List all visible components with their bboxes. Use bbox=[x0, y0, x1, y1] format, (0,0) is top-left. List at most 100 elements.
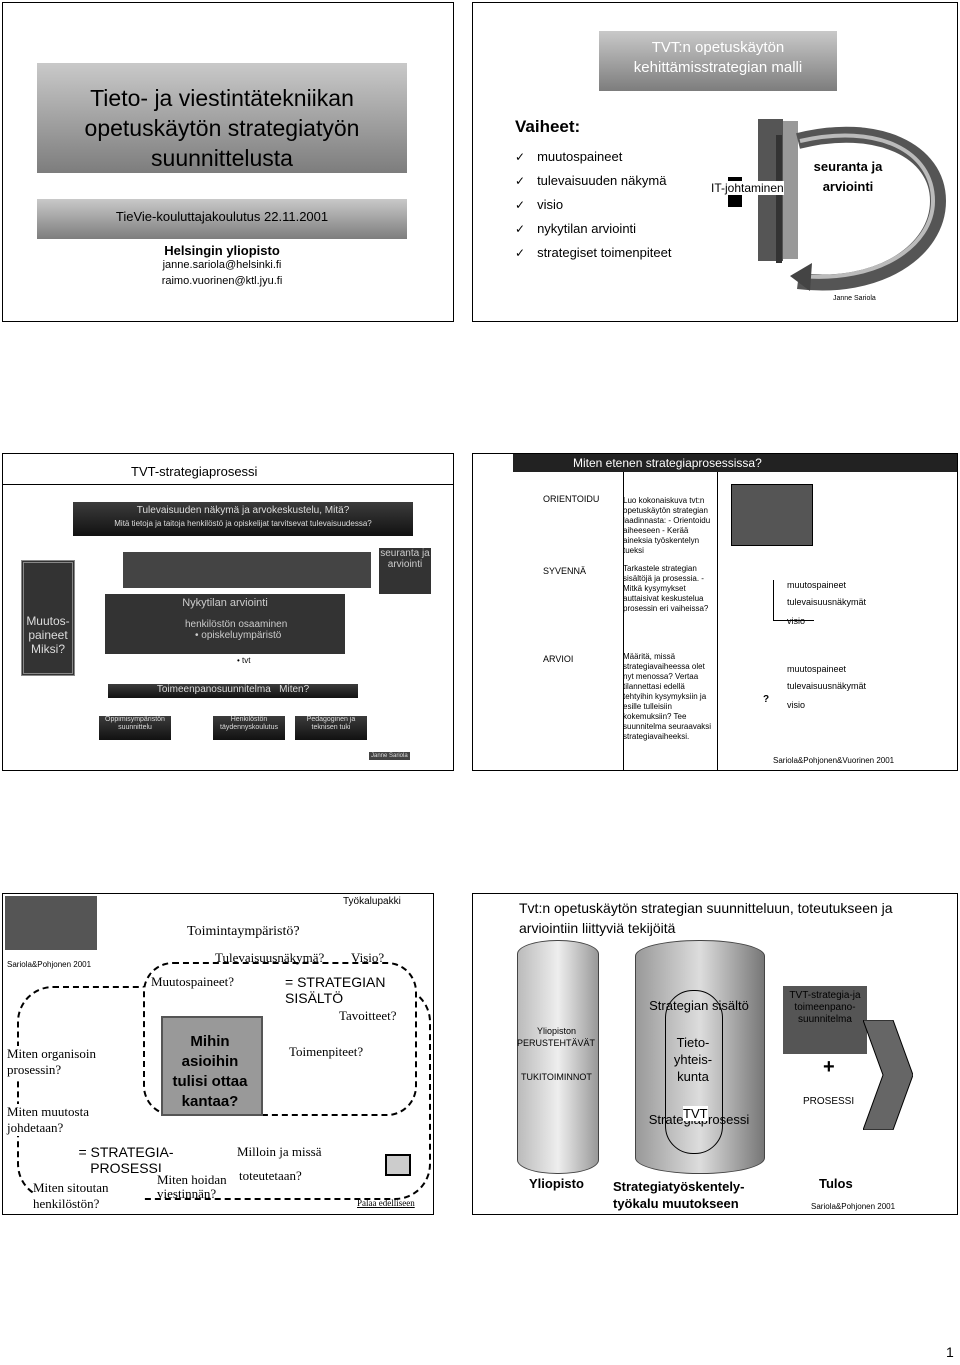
back-link[interactable]: Palaa edelliseen bbox=[357, 1198, 415, 1208]
tulos-label: Tulos bbox=[819, 1176, 853, 1191]
tukitoiminnot-label: TUKITOIMINNOT bbox=[521, 1072, 592, 1082]
box-pedagoginen: Pedagoginen ja teknisen tuki bbox=[295, 716, 367, 740]
step-text: Tarkastele strategian sisältöjä ja prose… bbox=[623, 564, 709, 613]
nykytila-box: Nykytilan arviointi henkilöstön osaamine… bbox=[105, 594, 345, 654]
phase-item: nykytilan arviointi bbox=[515, 217, 671, 241]
slide4-title-bar bbox=[513, 454, 957, 472]
phase-item: tulevaisuuden näkymä bbox=[515, 169, 671, 193]
col-divider bbox=[623, 472, 624, 770]
arrow-mini-1 bbox=[773, 580, 814, 621]
box-henkilosto: Henkilöstön täydennyskoulutus bbox=[213, 716, 285, 740]
slide1-email2: raimo.vuorinen@ktl.jyu.fi bbox=[161, 275, 283, 287]
tvt-strategia-box bbox=[783, 986, 867, 1054]
sisalto-label: = STRATEGIAN SISÄLTÖ bbox=[285, 974, 386, 1006]
q-tulevaisuus: Tulevaisuusnäkymä? bbox=[215, 950, 325, 965]
phases-label: Vaiheet: bbox=[515, 117, 581, 136]
q-toteutetaan: toteutetaan? bbox=[239, 1168, 302, 1183]
seuranta-label: seuranta ja arviointi bbox=[813, 159, 883, 194]
tvt-text: • tvt bbox=[237, 656, 251, 665]
q-muutospaineet: Muutospaineet? bbox=[151, 974, 235, 990]
slide1-course: TieVie-kouluttajakoulutus 22.11.2001 bbox=[115, 209, 329, 224]
yliopisto-small-label: Yliopiston bbox=[537, 1026, 577, 1036]
tieto-ellipse bbox=[665, 990, 723, 1154]
model-graphic bbox=[728, 119, 947, 291]
mid-block bbox=[123, 552, 371, 588]
question-mark: ? bbox=[763, 694, 770, 705]
slide-2: TVT:n opetuskäytön kehittämisstrategian … bbox=[472, 2, 958, 322]
arrow-right-icon bbox=[863, 1020, 913, 1130]
slide4-title: Miten etenen strategiaprosessissa? bbox=[573, 456, 762, 470]
phase-item: muutospaineet bbox=[515, 145, 671, 169]
prosessi-label: PROSESSI bbox=[803, 1096, 855, 1107]
mini-item: tulevaisuusnäkymät bbox=[787, 597, 867, 607]
slide-6: Tvt:n opetuskäytön strategian suunnittel… bbox=[472, 893, 958, 1215]
slide5-credit: Sariola&Pohjonen 2001 bbox=[7, 960, 92, 969]
step-text: Määritä, missä strategiavaiheessa olet n… bbox=[623, 652, 712, 741]
phase-item: visio bbox=[515, 193, 671, 217]
mini-list-2: muutospaineet tulevaisuusnäkymät visio bbox=[787, 664, 866, 711]
back-icon[interactable] bbox=[385, 1154, 411, 1176]
future-text: Tulevaisuuden näkymä ja arvokeskustelu, … bbox=[136, 505, 350, 516]
mini-item: visio bbox=[787, 700, 806, 710]
slide1-email1: janne.sariola@helsinki.fi bbox=[162, 259, 282, 271]
page-number: 1 bbox=[946, 1344, 954, 1360]
box-oppimis: Oppimisympäristön suunnittelu bbox=[99, 716, 171, 740]
divider bbox=[3, 484, 453, 485]
mini-thumb bbox=[5, 896, 97, 950]
toimenpide-bar: Toimeenpanosuunnitelma Miten? bbox=[108, 684, 358, 698]
opiskelu-text: • opiskeluympäristö bbox=[195, 630, 282, 641]
slide1-org: Helsingin yliopisto bbox=[164, 243, 280, 258]
muutos-box bbox=[21, 560, 75, 676]
mita-text: Mitä tietoja ja taitoja henkilöstö ja op… bbox=[114, 519, 372, 528]
box-henkilosto-text: Henkilöstön täydennyskoulutus bbox=[220, 716, 278, 731]
box-pedagoginen-text: Pedagoginen ja teknisen tuki bbox=[306, 716, 356, 731]
q-milloin: Milloin ja missä bbox=[237, 1144, 322, 1159]
slide2-title-banner bbox=[599, 31, 837, 91]
q-toimintaymparisto: Toimintaympäristö? bbox=[187, 924, 300, 939]
slide4-credit: Sariola&Pohjonen&Vuorinen 2001 bbox=[773, 756, 895, 765]
phase-item: strategiset toimenpiteet bbox=[515, 241, 671, 265]
mihin-text: Mihin asioihin tulisi ottaa kantaa? bbox=[172, 1033, 248, 1110]
slide-5: Työkalupakki Sariola&Pohjonen 2001 Toimi… bbox=[2, 893, 434, 1215]
nykytila-text: Nykytilan arviointi bbox=[182, 597, 268, 609]
q-visio: Visio? bbox=[351, 950, 385, 965]
toolbox-label: Työkalupakki bbox=[343, 896, 401, 907]
future-bar: Tulevaisuuden näkymä ja arvokeskustelu, … bbox=[73, 502, 413, 536]
slide3-author: Janne Sariola bbox=[369, 752, 410, 760]
tvt-strategia-label: TVT-strategia-ja toimeenpano-suunnitelma bbox=[789, 990, 861, 1025]
it-label: IT-johtaminen bbox=[711, 181, 784, 195]
mini-item: tulevaisuusnäkymät bbox=[787, 681, 867, 691]
seuranta-text: seuranta ja arviointi bbox=[380, 548, 430, 570]
seuranta-box: seuranta ja arviointi bbox=[379, 548, 431, 594]
tyokalu-label: Strategiatyöskentely-työkalu muutokseen bbox=[613, 1179, 745, 1211]
slide-1: Tieto- ja viestintätekniikan opetuskäytö… bbox=[2, 2, 454, 322]
mini-item: visio bbox=[787, 616, 806, 626]
q-viestinnan: viestinnän? bbox=[157, 1186, 217, 1201]
yliopisto-label: Yliopisto bbox=[529, 1176, 584, 1191]
prosessi-label: = STRATEGIA-PROSESSI bbox=[71, 1144, 181, 1176]
q-tavoitteet: Tavoitteet? bbox=[339, 1008, 397, 1023]
toimenpide-text: Toimeenpanosuunnitelma bbox=[156, 684, 271, 695]
perustehtavat-label: PERUSTEHTÄVÄT bbox=[517, 1038, 596, 1048]
tieto-label: Tieto-yhteis-kunta bbox=[673, 1035, 713, 1084]
slide1-title: Tieto- ja viestintätekniikan opetuskäytö… bbox=[84, 85, 360, 171]
mini-list-1: muutospaineet tulevaisuusnäkymät visio bbox=[787, 580, 866, 627]
slide2-author: Janne Sariola bbox=[833, 295, 876, 302]
miten-text: Miten? bbox=[279, 684, 310, 695]
mini-item: muutospaineet bbox=[787, 580, 847, 590]
plus-label: + bbox=[823, 1056, 835, 1078]
q-organisoin: Miten organisoin prosessin? bbox=[7, 1046, 117, 1078]
tvt-label: TVT bbox=[683, 1106, 708, 1121]
mini-item: muutospaineet bbox=[787, 664, 847, 674]
title-banner bbox=[37, 63, 407, 173]
slide2-title: TVT:n opetuskäytön kehittämisstrategian … bbox=[633, 39, 803, 76]
slide-3: TVT-strategiaprosessi Tulevaisuuden näky… bbox=[2, 453, 454, 771]
slide3-title: TVT-strategiaprosessi bbox=[131, 464, 258, 479]
q-sitoutan: Miten sitoutan henkilöstön? bbox=[33, 1180, 143, 1212]
step-label: SYVENNÄ bbox=[543, 566, 587, 576]
box-oppimis-text: Oppimisympäristön suunnittelu bbox=[105, 716, 165, 731]
step-text: Luo kokonaiskuva tvt:n opetuskäytön stra… bbox=[623, 496, 711, 555]
q-muutosta: Miten muutosta johdetaan? bbox=[7, 1104, 117, 1136]
yliopisto-cylinder bbox=[517, 940, 599, 1174]
step-label: ORIENTOIDU bbox=[543, 494, 600, 504]
